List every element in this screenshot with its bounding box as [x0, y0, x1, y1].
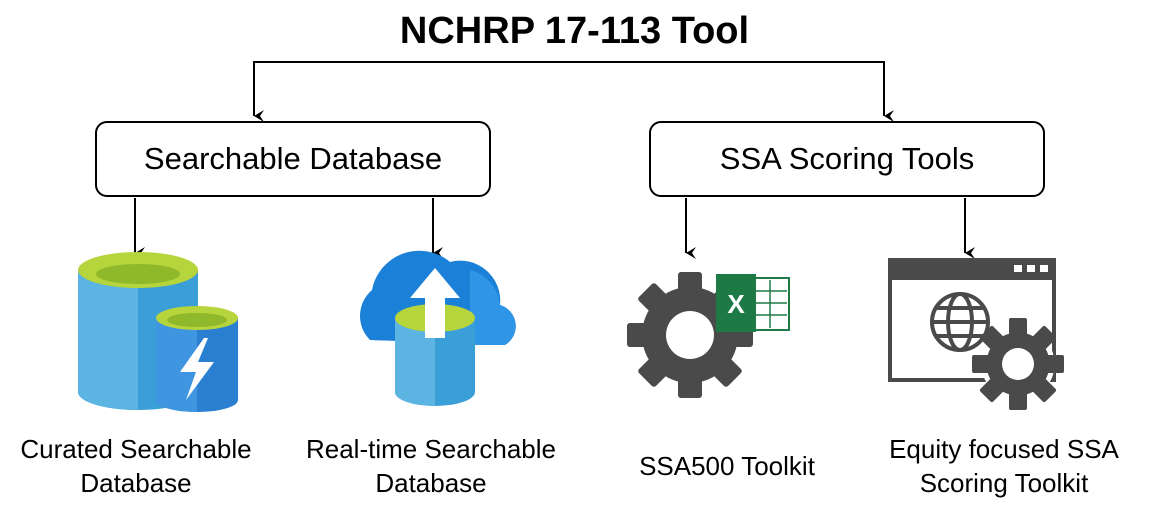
gear-excel-icon: X — [627, 272, 790, 398]
browser-globe-gear-icon — [888, 258, 1064, 410]
category-label-database: Searchable Database — [143, 141, 443, 176]
item-label-ssa500-line1: SSA500 Toolkit — [639, 451, 815, 481]
excel-badge-letter: X — [727, 289, 745, 319]
item-label-realtime-line2: Database — [375, 468, 487, 498]
item-label-curated-line1: Curated Searchable — [20, 434, 252, 464]
cloud-database-upload-icon — [360, 250, 516, 406]
category-box-database: Searchable Database — [95, 121, 491, 197]
item-label-curated-line2: Database — [80, 468, 192, 498]
database-lightning-icon — [78, 252, 238, 412]
item-label-equity-line2: Scoring Toolkit — [919, 468, 1089, 498]
category-box-scoring: SSA Scoring Tools — [649, 121, 1045, 197]
category-label-scoring: SSA Scoring Tools — [719, 141, 975, 176]
item-label-realtime-line1: Real-time Searchable — [305, 434, 556, 464]
connectors — [134, 61, 975, 259]
item-label-curated: Curated Searchable Database — [0, 432, 272, 500]
diagram-title: NCHRP 17-113 Tool — [399, 10, 750, 52]
item-label-equity-line1: Equity focused SSA — [889, 434, 1119, 464]
item-label-equity: Equity focused SSA Scoring Toolkit — [870, 432, 1138, 500]
item-label-realtime: Real-time Searchable Database — [290, 432, 572, 500]
item-label-ssa500: SSA500 Toolkit — [600, 449, 854, 483]
connector-title-to-database — [253, 61, 574, 122]
connector-title-to-scoring — [574, 61, 894, 122]
